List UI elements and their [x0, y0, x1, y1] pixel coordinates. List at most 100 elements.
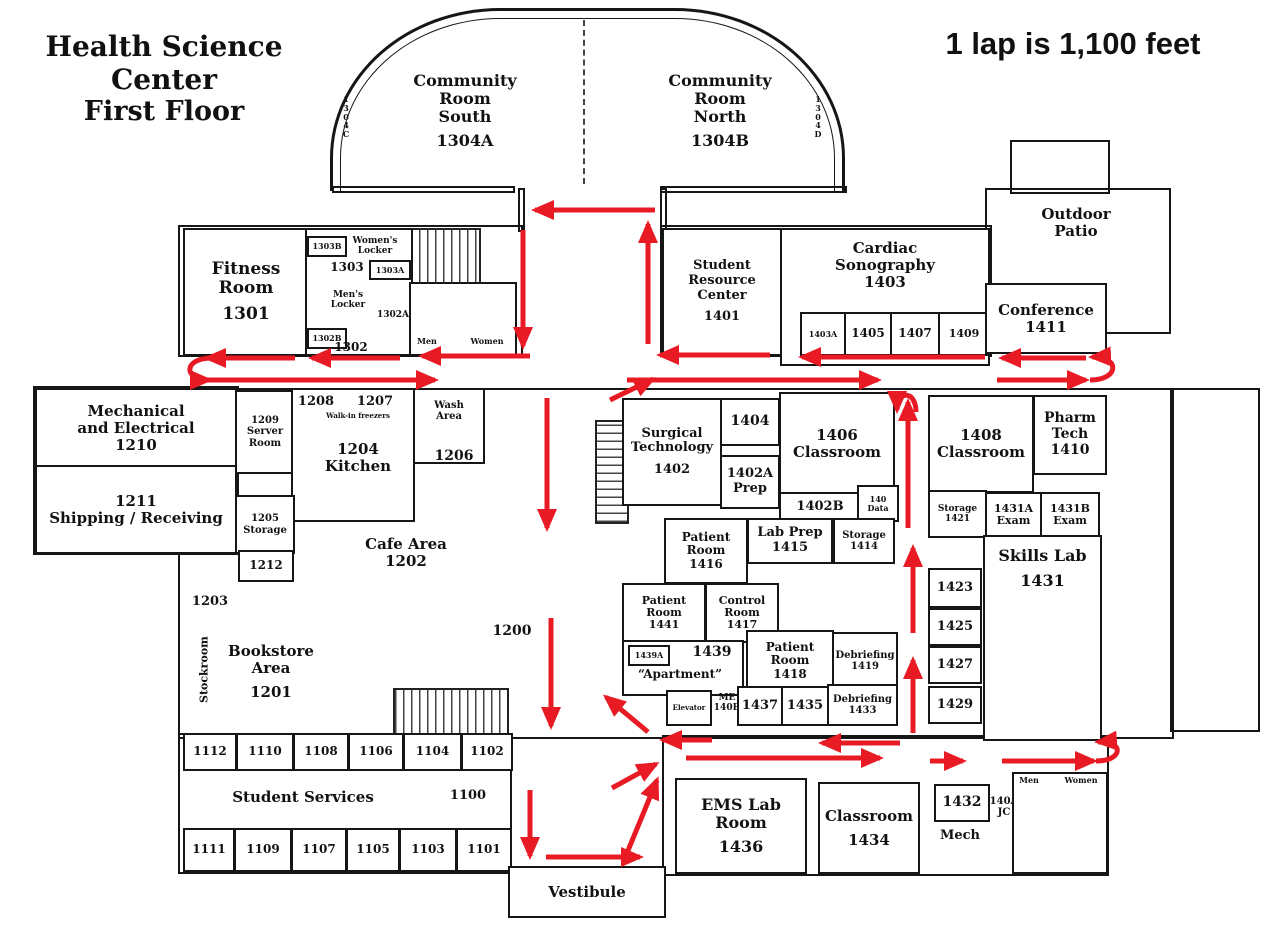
- room-1435-label: 1435: [786, 697, 824, 713]
- room-1429: 1429: [928, 686, 982, 724]
- classroom-1406-label: Classroom: [792, 443, 882, 461]
- room-1203-label: 1203: [191, 593, 229, 609]
- room-1304C-label: 1: [343, 93, 349, 104]
- room-1107: 1107: [291, 828, 347, 872]
- men-label-lower: Men: [1014, 774, 1044, 786]
- community-room-north-label: Room: [694, 88, 746, 108]
- control-room-1417-label: 1417: [726, 618, 758, 632]
- room-1304D-label: 1: [815, 93, 821, 104]
- cardiac-sonography-1403-label: Cardiac: [852, 239, 918, 257]
- mechanical-electrical-1210-label: Mechanical: [87, 402, 185, 421]
- bookstore-area-1201-label: Bookstore: [228, 642, 314, 661]
- patient-room-1418-label: 1418: [773, 666, 807, 681]
- storage-1421-label: 1421: [944, 514, 971, 524]
- operable-wall-divider: [583, 20, 585, 184]
- room-1105-label: 1105: [356, 842, 390, 857]
- stockroom: Stockroom: [192, 616, 216, 724]
- room-1109-label: 1109: [246, 842, 280, 857]
- server-room-1209-label: Room: [248, 437, 282, 449]
- room-1102-label: 1102: [470, 744, 504, 759]
- student-resource-center-1401-label: 1401: [703, 309, 741, 325]
- room-1303B-label: 1303B: [312, 241, 342, 252]
- outdoor-patio-label: Patio: [1054, 222, 1098, 240]
- patient-room-1418-label: Room: [770, 653, 810, 668]
- vestibule: Vestibule: [508, 866, 666, 918]
- room-1106: 1106: [348, 733, 404, 771]
- prep-1402A-label: Prep: [733, 481, 767, 496]
- room-1409-label: 1409: [948, 326, 980, 340]
- cafe-area-1202-label: 1202: [385, 552, 427, 570]
- fitness-room-1301-label: Fitness: [211, 258, 281, 279]
- room-1101: 1101: [456, 828, 512, 872]
- room-1110-label: 1110: [248, 744, 282, 759]
- room-1103: 1103: [399, 828, 457, 872]
- room-1104-label: 1104: [415, 744, 450, 759]
- room-1425: 1425: [928, 608, 982, 646]
- mens-locker-label: Men's: [332, 289, 364, 300]
- mechanical-electrical-1210-label: 1210: [115, 435, 157, 454]
- mech-label: Mech: [939, 827, 981, 843]
- elevator: Elevator: [666, 690, 712, 726]
- room-1111-label: 1111: [192, 842, 226, 857]
- community-room-south-label: Room: [439, 88, 491, 108]
- room-1302B-label: 1302B: [312, 333, 342, 344]
- student-resource-center-1401-label: Resource: [688, 272, 756, 288]
- women-label-upper-label: Women: [470, 335, 504, 346]
- room-1302-label: 1302: [334, 340, 368, 355]
- stairs-south-icon: [393, 688, 509, 736]
- storage-1205-label: Storage: [243, 524, 287, 536]
- classroom-1434-label: 1434: [848, 830, 890, 849]
- mech: Mech: [934, 822, 986, 850]
- women-label-lower-label: Women: [1064, 774, 1098, 785]
- room-1304C-label: 4: [343, 120, 349, 131]
- room-1303-label: 1303: [330, 260, 364, 275]
- room-1207-label: 1207: [356, 393, 394, 409]
- data-140-label: Data: [867, 502, 889, 513]
- room-1203: 1203: [186, 592, 234, 612]
- room-1101-label: 1101: [467, 842, 501, 857]
- room-1402B: 1402B: [779, 492, 861, 522]
- wash-area-label: Wash: [434, 400, 464, 411]
- room-1304C-label: 3: [343, 102, 349, 113]
- page-title: Health Science Center First Floor: [8, 30, 320, 127]
- building-wall: [332, 186, 515, 193]
- room-1100-label: 1100: [449, 787, 487, 803]
- room-1206-label: 1206: [434, 448, 474, 465]
- room-1439: 1439: [688, 644, 736, 662]
- room-1102: 1102: [461, 733, 513, 771]
- pharm-tech-1410-label: 1410: [1050, 441, 1090, 458]
- room-1304C-label: 0: [343, 111, 349, 122]
- patient-room-1441-label: Room: [646, 605, 682, 619]
- room-1435: 1435: [781, 686, 829, 726]
- storage-1414-label: Storage: [842, 529, 886, 541]
- room-1100: 1100: [446, 787, 490, 805]
- patient-room-1441-label: 1441: [648, 618, 680, 632]
- room-1432-label: 1432: [942, 794, 982, 811]
- bookstore-area-1201-label: 1201: [250, 682, 292, 701]
- room-1108-label: 1108: [304, 744, 338, 759]
- room-1303A: 1303A: [369, 260, 411, 280]
- surgical-technology-1402-label: Technology: [630, 440, 714, 456]
- community-room-south-label: South: [438, 106, 492, 126]
- cardiac-sonography-1403-label: 1403: [864, 272, 906, 291]
- vestibule-label: Vestibule: [548, 882, 626, 901]
- room-1409: 1409: [938, 312, 990, 356]
- room-1212: 1212: [238, 550, 294, 582]
